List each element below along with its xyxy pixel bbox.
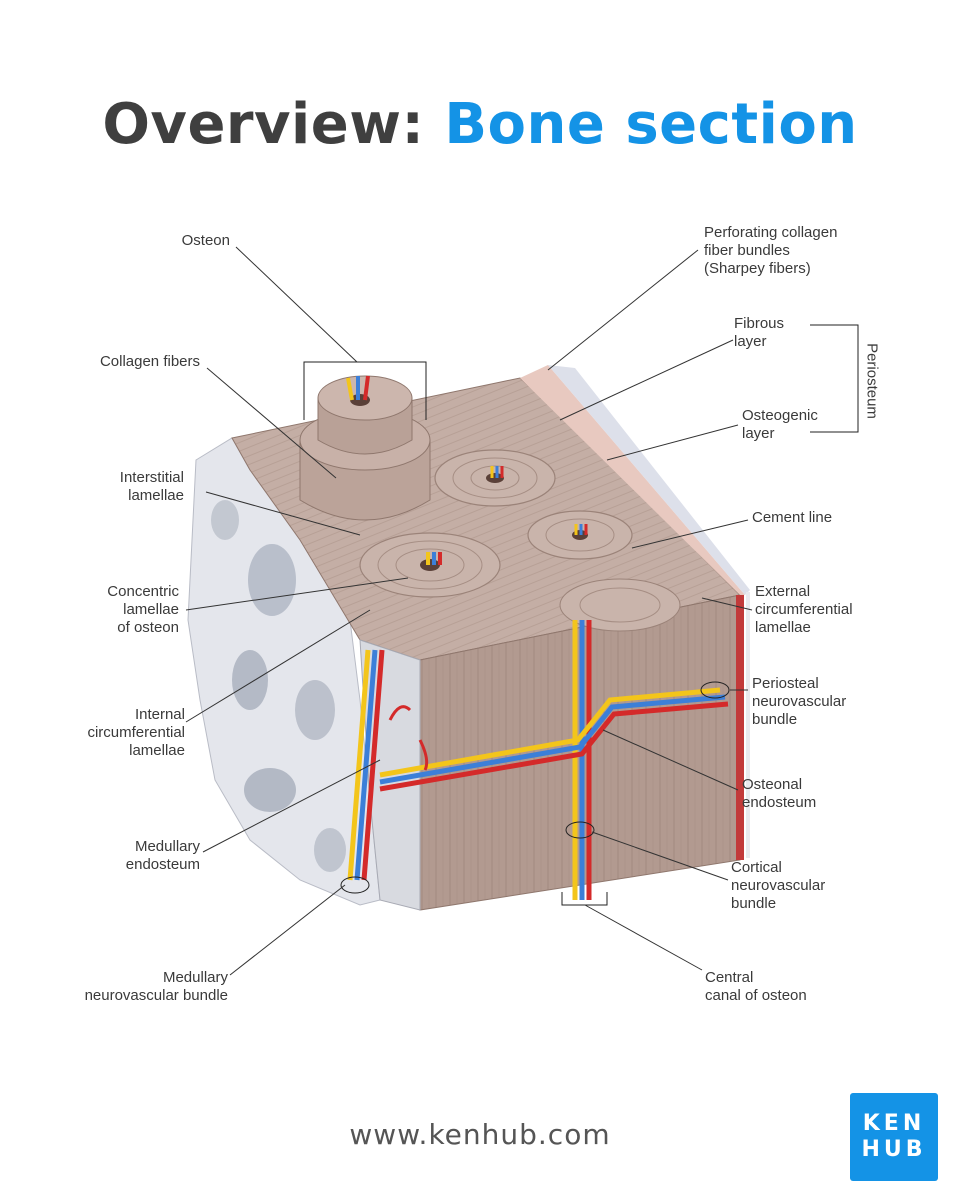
logo-line-1: KEN: [850, 1111, 938, 1137]
label-concentric-lamellae: Concentric lamellae of osteon: [40, 583, 179, 637]
label-sharpey-fibers: Perforating collagen fiber bundles (Shar…: [704, 224, 837, 278]
kenhub-logo[interactable]: KEN HUB: [850, 1093, 938, 1181]
osteon-top-right: [435, 450, 555, 506]
label-interstitial-lamellae: Interstitial lamellae: [60, 469, 184, 505]
label-osteonal-endosteum: Osteonal endosteum: [742, 776, 816, 812]
label-internal-circumferential-lamellae: Internal circumferential lamellae: [20, 706, 185, 760]
label-collagen-fibers: Collagen fibers: [60, 353, 200, 371]
label-cortical-neurovascular-bundle: Cortical neurovascular bundle: [731, 859, 825, 913]
label-periosteum: Periosteum: [860, 335, 884, 427]
label-cement-line: Cement line: [752, 509, 832, 527]
label-central-canal: Central canal of osteon: [705, 969, 807, 1005]
label-osteogenic-layer: Osteogenic layer: [742, 407, 818, 443]
logo-line-2: HUB: [850, 1137, 938, 1163]
label-medullary-endosteum: Medullary endosteum: [60, 838, 200, 874]
label-periosteal-neurovascular-bundle: Periosteal neurovascular bundle: [752, 675, 846, 729]
label-fibrous-layer: Fibrous layer: [734, 315, 784, 351]
label-external-circumferential-lamellae: External circumferential lamellae: [755, 583, 853, 637]
label-medullary-neurovascular-bundle: Medullary neurovascular bundle: [20, 969, 228, 1005]
footer-url[interactable]: www.kenhub.com: [0, 1118, 960, 1151]
label-osteon: Osteon: [130, 232, 230, 250]
osteon-lower-right: [560, 579, 680, 631]
